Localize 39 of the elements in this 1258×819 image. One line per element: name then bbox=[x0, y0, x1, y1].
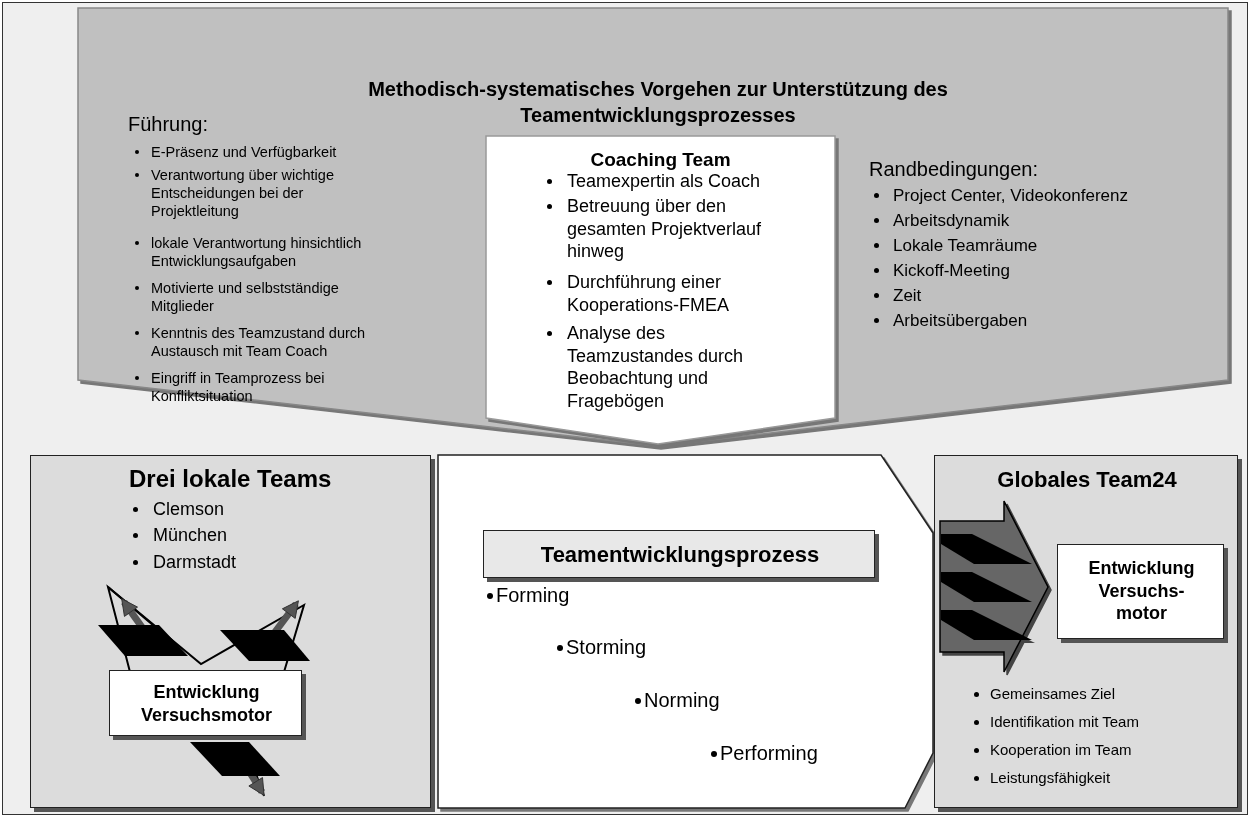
callout-heading: Methodisch-systematisches Vorgehen zur Unterstützung des Teamentwicklungsprozesses bbox=[367, 77, 949, 128]
bullet-text: Darmstadt bbox=[153, 551, 238, 574]
bullet-text: E-Präsenz und Verfügbarkeit bbox=[151, 143, 338, 162]
section-heading: Führung: bbox=[128, 112, 210, 137]
bullet-text: Motivierte und selbstständige Mitglieder bbox=[151, 279, 340, 316]
stage-text: Performing bbox=[720, 741, 818, 766]
bullet-text: Clemson bbox=[153, 498, 226, 521]
stage-text: Forming bbox=[496, 583, 570, 608]
callout-shape bbox=[486, 136, 835, 446]
bullet-text: Eingriff in Teamprozess bei Konfliktsituation bbox=[151, 369, 326, 406]
box-label: Entwicklung Versuchsmotor bbox=[139, 681, 273, 726]
box-label: Teamentwicklungsprozess bbox=[539, 541, 821, 569]
callout-heading: Coaching Team bbox=[589, 148, 732, 172]
bullet-text: Gemeinsames Ziel bbox=[990, 685, 1117, 704]
bullet-text: Betreuung über den gesamten Projektverlauf hinweg bbox=[567, 195, 763, 263]
bullet-text: Identifikation mit Team bbox=[990, 713, 1140, 732]
bullet-text: Durchführung einer Kooperations-FMEA bbox=[567, 271, 731, 316]
stage-text: Norming bbox=[644, 688, 720, 713]
box-label: Entwicklung Versuchs- motor bbox=[1087, 557, 1196, 625]
bullet-text: Kickoff-Meeting bbox=[893, 260, 1011, 282]
bullet-text: Leistungsfähigkeit bbox=[990, 769, 1112, 788]
bullet-text: München bbox=[153, 524, 229, 547]
panel-title: Drei lokale Teams bbox=[129, 464, 333, 494]
bullet-text: Arbeitsdynamik bbox=[893, 210, 1011, 232]
bullet-text: Kenntnis des Teamzustand durch Austausch mit Team Coach bbox=[151, 324, 366, 361]
bullet-text: Project Center, Videokonferenz bbox=[893, 185, 1129, 207]
bullet-text: Verantwortung über wichtige Entscheidungen bei der Projektleitung bbox=[151, 166, 335, 221]
bullet-text: Lokale Teamräume bbox=[893, 235, 1039, 257]
bullet-text: lokale Verantwortung hinsichtlich Entwicklungsaufgaben bbox=[151, 234, 363, 271]
stage-text: Storming bbox=[566, 635, 647, 660]
callout-shape bbox=[78, 8, 1228, 450]
bullet-text: Zeit bbox=[893, 285, 923, 307]
panel-title: Globales Team24 bbox=[996, 466, 1178, 494]
process-panel bbox=[438, 455, 933, 808]
bullet-text: Kooperation im Team bbox=[990, 741, 1133, 760]
bullet-text: Teamexpertin als Coach bbox=[567, 170, 762, 193]
section-heading: Randbedingungen: bbox=[869, 157, 1040, 182]
bullet-text: Analyse des Teamzustandes durch Beobachtung und Fragebögen bbox=[567, 322, 745, 412]
bullet-text: Arbeitsübergaben bbox=[893, 310, 1029, 332]
